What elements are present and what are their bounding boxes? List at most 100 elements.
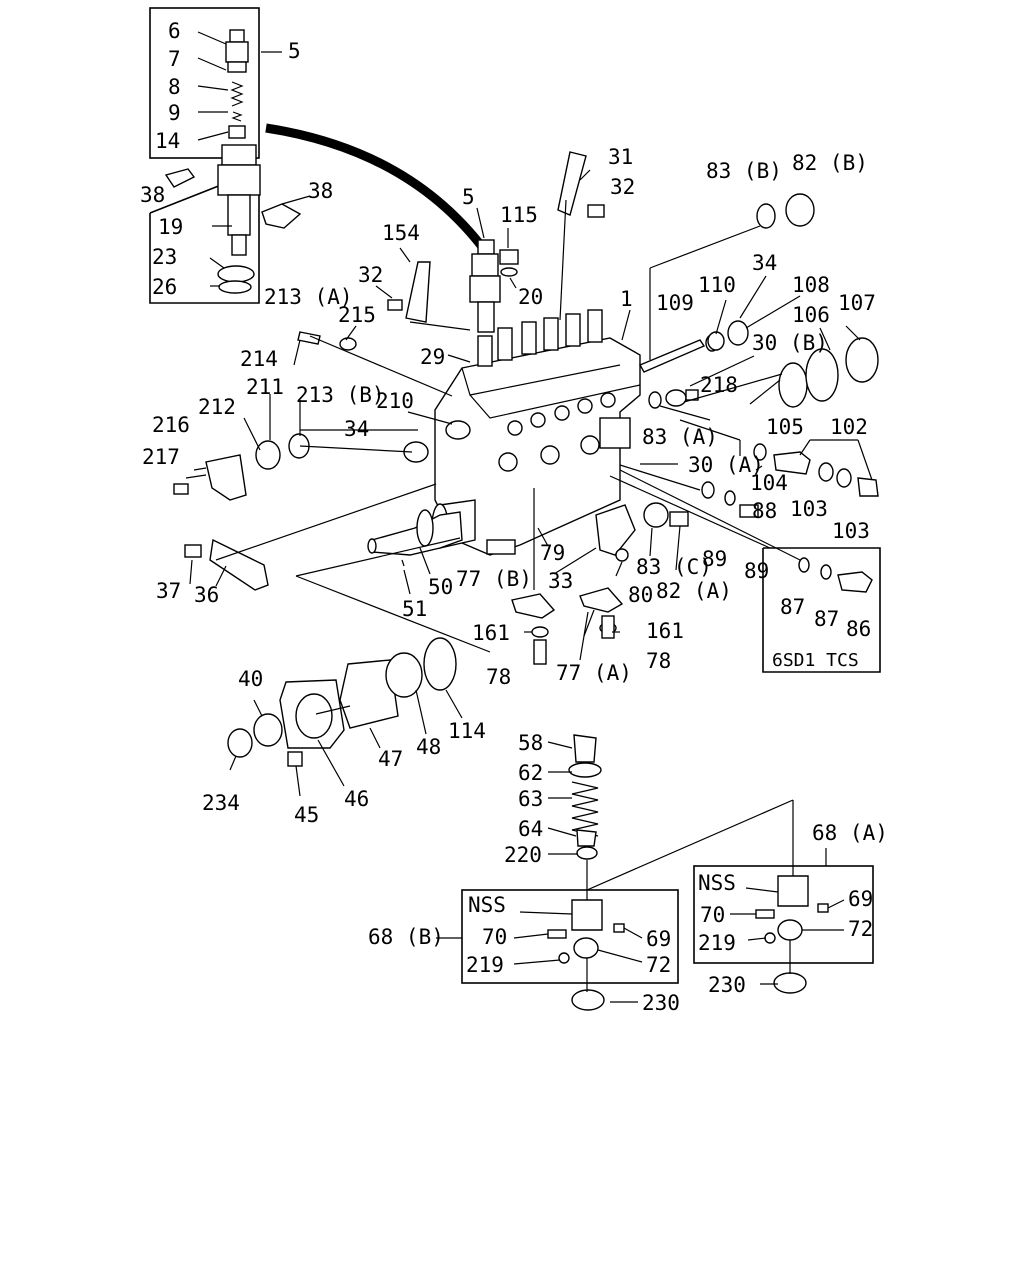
pump-body	[431, 309, 641, 556]
half-washer-77a	[579, 587, 624, 613]
label-213b: 213 (B)	[296, 383, 385, 407]
washer-89b	[724, 490, 736, 506]
label-48: 48	[416, 735, 441, 759]
label-234: 234	[202, 791, 240, 815]
nss-label-1: NSS	[468, 893, 506, 917]
label-26: 26	[152, 275, 177, 299]
label-213a: 213 (A)	[264, 285, 353, 309]
label-108: 108	[792, 273, 830, 297]
label-20: 20	[518, 285, 543, 309]
label-218: 218	[700, 373, 738, 397]
label-107: 107	[838, 291, 876, 315]
label-220: 220	[504, 843, 542, 867]
callout-labels: 6 7 8 9 14 5 38 38 19 23 26 5 115 20 31 …	[140, 19, 888, 1015]
bolt-32b	[387, 299, 403, 311]
washer-103b	[836, 468, 852, 488]
label-110: 110	[698, 273, 736, 297]
label-23: 23	[152, 245, 177, 269]
label-31: 31	[608, 145, 633, 169]
label-36: 36	[194, 583, 219, 607]
label-37: 37	[156, 579, 181, 603]
plunger-stack	[568, 734, 602, 860]
cover-107	[845, 337, 879, 383]
label-106: 106	[792, 303, 830, 327]
label-51: 51	[402, 597, 427, 621]
label-83a: 83 (A)	[642, 425, 718, 449]
label-7: 7	[168, 47, 181, 71]
label-78b: 78	[646, 649, 671, 673]
label-217: 217	[142, 445, 180, 469]
label-8: 8	[168, 75, 181, 99]
label-115: 115	[500, 203, 538, 227]
label-29: 29	[420, 345, 445, 369]
label-9: 9	[168, 101, 181, 125]
label-6sd1-tcs: 6SD1 TCS	[772, 650, 859, 671]
nss-box-68b	[461, 889, 679, 1011]
label-30b: 30 (B)	[752, 331, 828, 355]
label-89b: 89	[744, 559, 769, 583]
label-19: 19	[158, 215, 183, 239]
label-40: 40	[238, 667, 263, 691]
label-72b: 72	[848, 917, 873, 941]
label-103a: 103	[790, 497, 828, 521]
plate-36	[184, 538, 269, 591]
delivery-valve-detail	[149, 7, 302, 304]
label-80: 80	[628, 583, 653, 607]
label-215: 215	[338, 303, 376, 327]
label-63: 63	[518, 787, 543, 811]
label-68a: 68 (A)	[812, 821, 888, 845]
label-105: 105	[766, 415, 804, 439]
label-47: 47	[378, 747, 403, 771]
delivery-holders	[477, 309, 603, 367]
half-washer-77b	[511, 593, 556, 619]
label-46: 46	[344, 787, 369, 811]
label-79: 79	[540, 541, 565, 565]
label-104: 104	[750, 471, 788, 495]
label-210: 210	[376, 389, 414, 413]
washer-103a	[818, 462, 834, 482]
part-34a	[707, 331, 725, 351]
label-77b: 77 (B)	[456, 567, 532, 591]
label-38b: 38	[308, 179, 333, 203]
part-108	[727, 320, 749, 346]
leader-lines	[185, 31, 873, 1003]
part-83b	[756, 203, 776, 229]
label-82a: 82 (A)	[656, 579, 732, 603]
label-88: 88	[752, 499, 777, 523]
label-102: 102	[830, 415, 868, 439]
label-216: 216	[152, 413, 190, 437]
nss-box-68a	[693, 865, 874, 994]
label-219b: 219	[698, 931, 736, 955]
washer-104	[753, 443, 767, 461]
label-69b: 69	[848, 887, 873, 911]
governor-side-parts	[173, 331, 471, 501]
label-161b: 161	[646, 619, 684, 643]
label-230a: 230	[642, 991, 680, 1015]
bolt-78b	[601, 615, 615, 639]
gear-105	[778, 362, 808, 408]
washer-89a	[701, 481, 715, 499]
label-32a: 32	[610, 175, 635, 199]
flange-group	[227, 637, 457, 767]
plate-33	[595, 504, 636, 556]
label-214: 214	[240, 347, 278, 371]
label-83c: 83 (C)	[636, 555, 712, 579]
label-77a: 77 (A)	[556, 661, 632, 685]
label-82b: 82 (B)	[792, 151, 868, 175]
detail-callout-arrow	[265, 123, 490, 255]
label-32b: 32	[358, 263, 383, 287]
label-87a: 87	[780, 595, 805, 619]
label-6: 6	[168, 19, 181, 43]
label-1: 1	[620, 287, 633, 311]
camshaft	[367, 509, 463, 567]
label-68b: 68 (B)	[368, 925, 444, 949]
label-58: 58	[518, 731, 543, 755]
rod-109	[638, 339, 706, 373]
label-30a: 30 (A)	[688, 453, 764, 477]
label-103b: 103	[832, 519, 870, 543]
ring-83c	[643, 502, 669, 528]
label-5b: 5	[462, 185, 475, 209]
part-30b	[665, 389, 687, 407]
label-87b: 87	[814, 607, 839, 631]
